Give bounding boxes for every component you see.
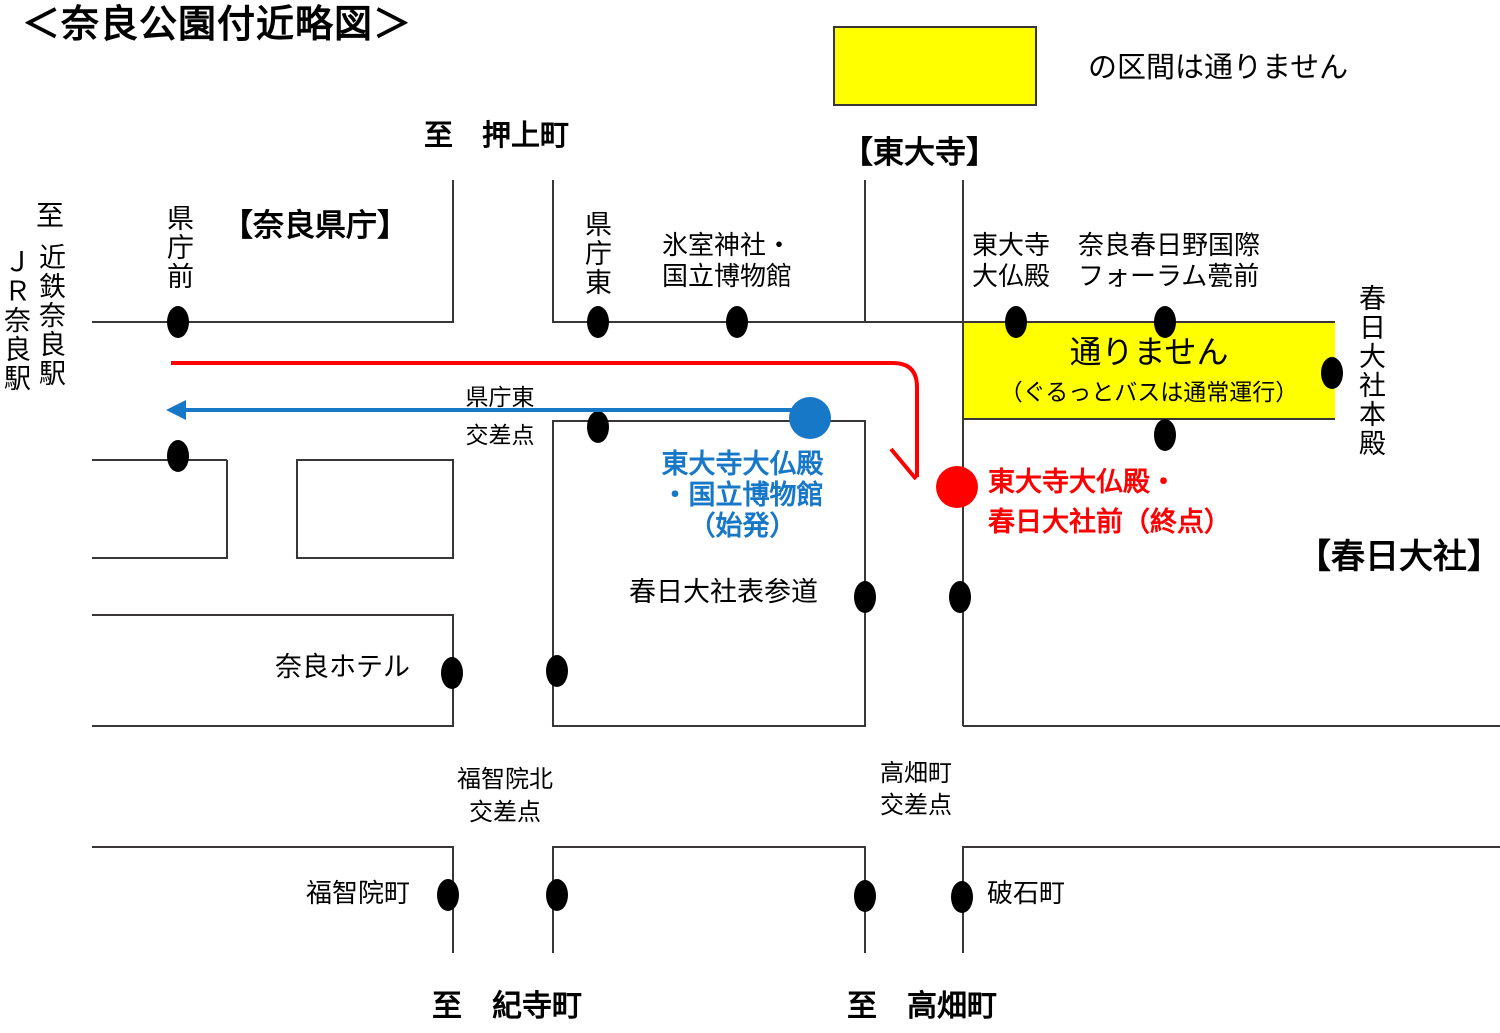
road-north-main (552, 180, 1335, 323)
bus-stop-dot-omotesando (854, 581, 876, 613)
place-label-nara-kencho: 【奈良県庁】 (222, 208, 408, 243)
direction-kintetsu-nara-station: 近鉄奈良駅 (35, 243, 66, 388)
stop-label-himuro-museum: 氷室神社・ 国立博物館 (662, 230, 793, 291)
return-route (166, 400, 800, 420)
place-label-todaiji: 【東大寺】 (842, 135, 997, 170)
bus-stop-dot-kencho-higashi (587, 306, 609, 338)
road-south-west (92, 846, 454, 953)
bus-stop-dot-kasuga-west (949, 581, 971, 613)
bus-stop-dot-kencho-mae (167, 306, 189, 338)
start-stop-label: 東大寺大仏殿 ・国立博物館 （始発） (661, 449, 824, 541)
stop-label-kasuga-omotesando: 春日大社表参道 (629, 577, 818, 607)
bus-stop-dot-loop-north (587, 411, 609, 443)
return-route-arrowhead (166, 400, 186, 420)
stop-label-kencho-mae: 県庁前 (163, 204, 194, 291)
place-label-kasuga-taisha: 【春日大社】 (1297, 538, 1500, 576)
bus-stop-dot-honden (1321, 357, 1343, 389)
bus-stop-dot-kencho-mae-south (167, 440, 189, 472)
bus-stops (167, 306, 1343, 913)
direction-to-prefix: 至 (36, 200, 65, 231)
closed-section-title: 通りません (1069, 334, 1229, 370)
end-stop-label: 東大寺大仏殿・ 春日大社前（終点） (988, 467, 1231, 537)
bus-stop-dot-loop-west (546, 655, 568, 687)
intersection-label-kencho-higashi: 県庁東 交差点 (465, 384, 535, 448)
bus-stop-dot-fukuchiin-cho (437, 879, 459, 911)
outbound-route-line (171, 361, 919, 477)
outbound-route-arrowhead (889, 447, 918, 481)
stop-label-kasuga-taisha-honden: 春日大社本殿 (1355, 284, 1386, 458)
bus-stop-dot-south-middle-east (854, 880, 876, 912)
stop-label-fukuchiin-cho: 福智院町 (306, 878, 411, 908)
direction-takabatakecho: 至 高畑町 (847, 990, 997, 1023)
bus-stop-dot-forum (1154, 306, 1176, 338)
outbound-route (171, 361, 919, 481)
city-block-b (296, 459, 454, 559)
bus-stop-dot-south-middle-west (546, 879, 568, 911)
intersection-label-fukuchiin-kita: 福智院北 交差点 (457, 766, 553, 826)
direction-jr-nara-station: ＪＲ奈良駅 (0, 248, 31, 393)
intersection-label-takabatake: 高畑町 交差点 (880, 760, 952, 819)
stop-label-wariishi-cho: 破石町 (987, 878, 1066, 908)
closed-section-note: （ぐるっとバスは通常運行） (999, 379, 1299, 405)
end-point-marker (936, 466, 978, 508)
legend-text: の区間は通りません (1088, 52, 1349, 84)
bus-stop-dot-nara-hotel (441, 657, 463, 689)
start-point-marker (789, 397, 831, 439)
roads (92, 180, 1500, 953)
city-block-a (92, 459, 228, 559)
bus-stop-dot-daibutsuden (1005, 306, 1027, 338)
stop-label-nara-hotel: 奈良ホテル (275, 652, 410, 682)
road-north-west (92, 180, 454, 323)
road-inner-loop (552, 420, 866, 727)
bus-stop-dot-himuro (726, 306, 748, 338)
closed-section-highlight (963, 322, 1335, 419)
stop-label-todaiji-daibutsuden: 東大寺 大仏殿 (972, 230, 1051, 291)
bus-stop-dot-wariishi-cho (951, 881, 973, 913)
stop-label-kasugano-forum: 奈良春日野国際 フォーラム甍前 (1078, 230, 1261, 291)
bus-stop-dot-forum-south (1154, 419, 1176, 451)
legend-yellow-swatch (833, 26, 1037, 106)
road-south-middle (552, 846, 866, 953)
stop-label-kencho-higashi: 県庁東 (581, 210, 612, 297)
page-title: ＜奈良公園付近略図＞ (22, 4, 413, 46)
direction-kideracho: 至 紀寺町 (432, 990, 582, 1023)
direction-oshiagecho: 至 押上町 (424, 120, 570, 152)
road-south-east (962, 846, 1500, 953)
